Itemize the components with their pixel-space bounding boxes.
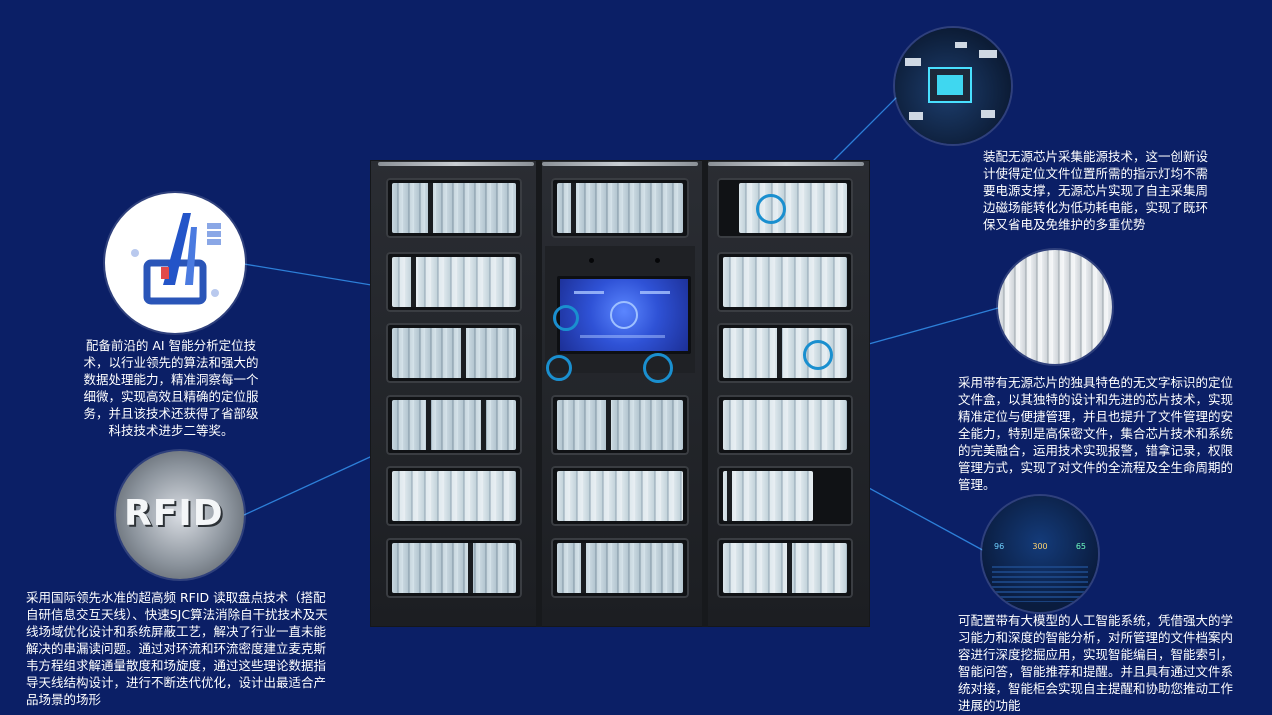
dashboard-illustration: 96 300 65 <box>982 496 1098 612</box>
touch-screen[interactable] <box>557 276 691 354</box>
camera-icon <box>589 258 594 263</box>
shelf-cell <box>551 466 689 526</box>
ai-description: 配备前沿的 AI 智能分析定位技术，以行业领先的算法和强大的数据处理能力，精准洞… <box>83 338 259 438</box>
ai-platform-illustration <box>105 193 245 333</box>
shelf-cell <box>551 178 689 238</box>
rfid-illustration: RFID <box>116 451 244 579</box>
shelf-cell <box>386 466 522 526</box>
camera-icon <box>655 258 660 263</box>
smart-file-cabinet <box>370 160 870 627</box>
fingerprint-icon <box>610 301 638 329</box>
cabinet-top-rail-left <box>378 162 534 166</box>
file-box-description: 采用带有无源芯片的独具特色的无文字标识的定位文件盒，以其独特的设计和先进的芯片技… <box>958 375 1234 492</box>
rfid-marker <box>546 355 572 381</box>
shelf-cell <box>551 395 689 455</box>
llm-description: 可配置带有大模型的人工智能系统，凭借强大的学习能力和深度的智能分析，对所管理的文… <box>958 613 1234 713</box>
dashboard-stat: 65 <box>1075 542 1086 551</box>
file-box-marker <box>803 340 833 370</box>
dashboard-stats: 96 300 65 <box>994 542 1086 560</box>
chip-illustration <box>895 28 1011 144</box>
shelf-cell <box>386 178 522 238</box>
shelf-cell <box>386 252 522 312</box>
cabinet-divider <box>536 160 542 627</box>
shelf-cell <box>551 538 689 598</box>
screen-marker <box>553 305 579 331</box>
rfid-label: RFID <box>124 493 224 534</box>
dashboard-stat: 96 <box>994 542 1005 551</box>
cabinet-top-rail-middle <box>542 162 698 166</box>
shelf-cell <box>717 538 853 598</box>
chip-description: 装配无源芯片采集能源技术，这一创新设计使得定位文件位置所需的指示灯均不需要电源支… <box>983 149 1209 232</box>
shelf-cell <box>386 323 522 383</box>
cabinet-divider <box>702 160 708 627</box>
shelf-cell <box>386 395 522 455</box>
shelf-cell <box>717 395 853 455</box>
dashboard-stat: 300 <box>1032 542 1048 551</box>
shelf-cell <box>717 466 853 526</box>
ai-platform-icon <box>131 213 221 305</box>
shelf-cell <box>717 252 853 312</box>
shelf-cell <box>386 538 522 598</box>
system-marker <box>643 353 673 383</box>
cabinet-top-rail-right <box>708 162 864 166</box>
file-box-illustration <box>998 250 1112 364</box>
chip-icon <box>905 42 997 120</box>
chip-marker <box>756 194 786 224</box>
rfid-description: 采用国际领先水准的超高频 RFID 读取盘点技术（搭配自研信息交互天线）、快速S… <box>26 590 328 707</box>
